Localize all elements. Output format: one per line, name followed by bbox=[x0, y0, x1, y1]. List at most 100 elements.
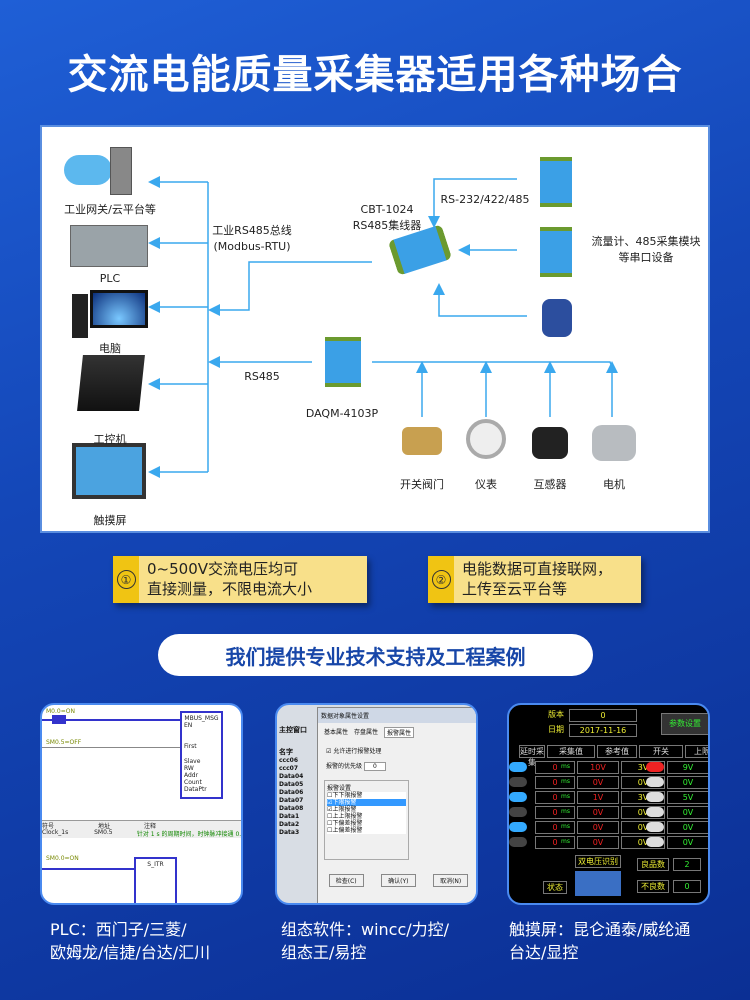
waveform-icon bbox=[575, 871, 621, 896]
channel-toggle[interactable] bbox=[509, 762, 527, 772]
channel-toggle[interactable] bbox=[509, 807, 527, 817]
alarm-type-label: 下下限报警 bbox=[332, 792, 363, 799]
case-caption-hmi: 触摸屏：昆仑通泰/威纶通台达/显控 bbox=[509, 918, 690, 964]
hub-name: RS485集线器 bbox=[352, 219, 422, 232]
monitor-icon bbox=[90, 290, 148, 328]
data-object-item[interactable]: Data2 bbox=[279, 821, 300, 828]
hmi-column-header: 开关 bbox=[639, 745, 683, 758]
state-button[interactable]: 状态 bbox=[543, 881, 567, 894]
data-object-item[interactable]: ccc06 bbox=[279, 757, 299, 764]
alarm-type-item[interactable]: ☑下限报警 bbox=[327, 799, 406, 806]
caption-line: 组态软件：wincc/力控/ bbox=[281, 920, 450, 939]
block-pin: EN bbox=[184, 722, 193, 729]
alarm-type-label: 上限报警 bbox=[332, 806, 357, 813]
dialog-title: 数据对象属性设置 bbox=[318, 708, 476, 723]
label-ipc: 工控机 bbox=[93, 433, 127, 446]
block-pin: RW bbox=[184, 765, 194, 772]
bad-count-label: 不良数 bbox=[637, 880, 669, 893]
checkbox-icon[interactable]: ☐ bbox=[327, 792, 333, 799]
industrial-pc-icon bbox=[77, 355, 145, 411]
date-value: 2017-11-16 bbox=[569, 724, 637, 737]
table-header: 地址 bbox=[98, 823, 111, 830]
toggle-switch[interactable] bbox=[646, 762, 664, 772]
checkbox-icon[interactable]: ☑ bbox=[327, 806, 333, 813]
feature-number: ① bbox=[116, 570, 136, 589]
checkbox-icon[interactable]: ☐ bbox=[327, 820, 333, 827]
checkbox-icon[interactable]: ☐ bbox=[327, 827, 333, 834]
hmi-column-header: 延时采集 bbox=[519, 745, 545, 767]
rung-line bbox=[42, 747, 180, 748]
hmi-value-cell: 0V bbox=[667, 806, 708, 819]
alarm-type-item[interactable]: ☐上偏差报警 bbox=[327, 827, 406, 834]
support-banner: 我们提供专业技术支持及工程案例 bbox=[158, 634, 593, 676]
version-label: 版本 bbox=[548, 710, 564, 719]
cancel-button[interactable]: 取消(N) bbox=[433, 874, 469, 887]
data-object-item[interactable]: Data1 bbox=[279, 813, 300, 820]
channel-toggle[interactable] bbox=[509, 777, 527, 787]
serial-devices-line1: 流量计、485采集模块 bbox=[591, 235, 701, 248]
alarm-type-item[interactable]: ☐下偏差报警 bbox=[327, 820, 406, 827]
unit-label: ms bbox=[561, 778, 570, 785]
feature-line1: 0~500V交流电压均可 bbox=[147, 560, 299, 578]
serial-line bbox=[428, 178, 517, 228]
check-button[interactable]: 检查(C) bbox=[328, 874, 364, 887]
hmi-value-cell: 0 bbox=[535, 776, 575, 789]
alarm-type-item[interactable]: ☑上限报警 bbox=[327, 806, 406, 813]
feature-callout-2: ② 电能数据可直接联网，上传至云平台等 bbox=[428, 556, 641, 603]
channel-toggle[interactable] bbox=[509, 822, 527, 832]
hmi-value-cell: 0V bbox=[577, 821, 619, 834]
channel-toggle[interactable] bbox=[509, 837, 527, 847]
hmi-column-header: 采集值 bbox=[547, 745, 595, 758]
caption-line: 触摸屏：昆仑通泰/威纶通 bbox=[509, 920, 691, 939]
toggle-switch[interactable] bbox=[646, 822, 664, 832]
block-title: MBUS_MSG bbox=[184, 715, 219, 722]
tab-basic[interactable]: 基本属性 bbox=[324, 729, 349, 736]
bus-protocol: (Modbus-RTU) bbox=[213, 240, 291, 253]
valve-icon bbox=[402, 427, 442, 455]
table-cell: Clock_1s bbox=[42, 829, 69, 836]
checkbox-icon[interactable]: ☑ bbox=[327, 799, 333, 806]
data-object-item[interactable]: ccc07 bbox=[279, 765, 299, 772]
case-caption-scada: 组态软件：wincc/力控/组态王/易控 bbox=[281, 918, 449, 964]
hmi-value-cell: 0V bbox=[577, 806, 619, 819]
data-object-item[interactable]: Data05 bbox=[279, 781, 304, 788]
hmi-column-header: 上限值 bbox=[685, 745, 708, 758]
settings-button[interactable]: 参数设置 bbox=[661, 713, 708, 735]
channel-toggle[interactable] bbox=[509, 792, 527, 802]
checkbox-icon[interactable]: ☑ bbox=[326, 748, 332, 755]
alarm-type-label: 下偏差报警 bbox=[332, 820, 363, 827]
data-object-item[interactable]: Data06 bbox=[279, 789, 304, 796]
good-count-label: 良品数 bbox=[637, 858, 669, 871]
caption-line: 欧姆龙/信捷/台达/汇川 bbox=[50, 943, 211, 962]
alarm-type-label: 上偏差报警 bbox=[332, 827, 363, 834]
alarm-type-item[interactable]: ☐下下限报警 bbox=[327, 792, 406, 799]
alarm-type-label: 下限报警 bbox=[332, 799, 357, 806]
allow-alarm-checkbox[interactable]: 允许进行报警处理 bbox=[333, 748, 382, 755]
priority-input[interactable]: 0 bbox=[363, 762, 386, 771]
dual-voltage-button[interactable]: 双电压识别 bbox=[575, 855, 621, 868]
tab-alarm[interactable]: 报警属性 bbox=[384, 727, 415, 738]
confirm-button[interactable]: 确认(Y) bbox=[381, 874, 416, 887]
data-object-item[interactable]: Data08 bbox=[279, 805, 304, 812]
tab-storage[interactable]: 存盘属性 bbox=[354, 729, 379, 736]
toggle-switch[interactable] bbox=[646, 807, 664, 817]
rs485-label: RS485 bbox=[244, 370, 280, 383]
data-object-item[interactable]: Data07 bbox=[279, 797, 304, 804]
alarm-type-item[interactable]: ☐上上限报警 bbox=[327, 813, 406, 820]
io-module-icon bbox=[540, 227, 572, 277]
io-module-icon bbox=[540, 157, 572, 207]
data-object-item[interactable]: Data04 bbox=[279, 773, 304, 780]
hmi-value-cell: 0 bbox=[535, 761, 575, 774]
good-count-value: 2 bbox=[673, 858, 701, 871]
caption-line: 台达/显控 bbox=[509, 943, 579, 962]
bad-count-value: 0 bbox=[673, 880, 701, 893]
label-pc: 电脑 bbox=[99, 342, 121, 355]
data-object-item[interactable]: Data3 bbox=[279, 829, 300, 836]
field-bus-line bbox=[372, 361, 613, 368]
checkbox-icon[interactable]: ☐ bbox=[327, 813, 333, 820]
toggle-switch[interactable] bbox=[646, 777, 664, 787]
toggle-switch[interactable] bbox=[646, 792, 664, 802]
toggle-switch[interactable] bbox=[646, 837, 664, 847]
serial-line bbox=[433, 283, 527, 317]
